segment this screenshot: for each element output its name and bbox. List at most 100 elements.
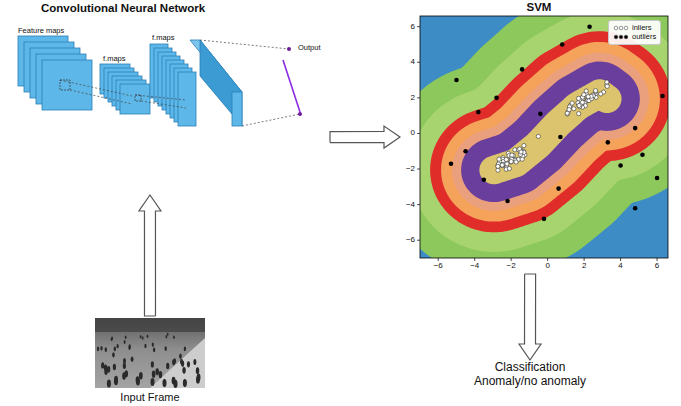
pedestrian — [111, 336, 113, 340]
deep-map-stack — [150, 44, 196, 126]
pedestrian — [187, 361, 190, 367]
pedestrian — [166, 335, 168, 338]
axis-ticks — [417, 27, 657, 261]
decision-contours — [420, 16, 668, 258]
frame-people — [97, 333, 201, 388]
pedestrian — [196, 376, 200, 384]
pedestrian — [162, 379, 166, 387]
receptive-field-line — [242, 114, 300, 126]
x-tick — [584, 258, 585, 261]
pedestrian — [147, 335, 149, 338]
pedestrian — [139, 372, 143, 379]
x-tick — [511, 258, 512, 261]
layer-label: f.maps — [103, 55, 126, 63]
sample-points — [449, 24, 665, 221]
legend-entry: outliers — [613, 32, 656, 41]
legend-marker-dot — [624, 26, 628, 30]
inlier-point — [514, 160, 518, 164]
contour-band — [461, 61, 640, 202]
outlier-point — [587, 24, 592, 29]
outlier-point — [606, 140, 611, 145]
x-tick-label: 4 — [618, 262, 622, 270]
receptive-field-line — [70, 90, 132, 104]
contour-band — [479, 79, 621, 184]
inlier-point — [565, 112, 569, 116]
frame-walkway — [150, 338, 205, 388]
pedestrian — [124, 340, 126, 344]
contour-band — [430, 31, 668, 232]
cnn-illustration — [18, 36, 302, 126]
pedestrian — [107, 379, 111, 387]
pedestrian — [184, 347, 186, 352]
pedestrian — [181, 361, 184, 367]
receptive-field-line — [141, 101, 186, 108]
outlier-point — [520, 67, 525, 72]
y-tick — [417, 26, 420, 27]
pedestrian — [152, 371, 156, 378]
inlier-point — [509, 159, 513, 163]
receptive-field-line — [135, 95, 186, 100]
dense-layer — [190, 40, 242, 126]
pedestrian — [173, 380, 177, 388]
pedestrian — [183, 379, 187, 387]
pedestrian — [128, 345, 130, 350]
inlier-point — [567, 108, 571, 112]
inlier-point — [599, 92, 603, 96]
output-unit — [298, 112, 302, 116]
layer-label: Feature maps — [18, 27, 64, 35]
pedestrian — [153, 347, 155, 352]
pedestrian — [136, 376, 140, 384]
outlier-point — [556, 186, 561, 191]
inlier-point — [572, 107, 576, 111]
dense-layer-side — [200, 40, 242, 126]
outlier-point — [558, 135, 563, 140]
inlier-point — [576, 96, 580, 100]
block-arrow — [330, 126, 400, 148]
pedestrian — [100, 346, 102, 351]
legend-marker — [613, 34, 629, 40]
x-tick — [547, 258, 548, 261]
inlier-point — [582, 93, 586, 97]
pedestrian — [105, 347, 107, 352]
pedestrian — [144, 344, 146, 348]
outlier-point — [494, 96, 499, 101]
inlier-point — [522, 143, 526, 147]
legend-marker-dot — [619, 26, 623, 30]
pooled-map-stack-sheet — [120, 84, 150, 114]
pedestrian — [155, 368, 158, 375]
y-tick — [417, 62, 420, 63]
inlier-point — [500, 164, 504, 168]
outlier-point — [454, 78, 459, 83]
pedestrian — [152, 343, 154, 347]
outlier-point — [655, 176, 660, 181]
x-tick-label: −4 — [470, 262, 479, 270]
y-tick — [417, 240, 420, 241]
y-tick-label: −4 — [406, 201, 415, 209]
legend-text: outliers — [632, 32, 656, 41]
outlier-point — [505, 199, 510, 204]
pedestrian — [182, 367, 185, 374]
pedestrian — [113, 364, 116, 370]
receptive-field-line — [200, 40, 289, 49]
output-label: Output — [298, 44, 321, 52]
pedestrian — [117, 344, 119, 348]
contour-band — [441, 42, 660, 222]
outlier-point — [633, 206, 638, 211]
outlier-point — [640, 152, 645, 157]
inlier-point — [510, 153, 514, 157]
contour-band — [452, 53, 649, 211]
x-tick-label: 2 — [582, 262, 586, 270]
legend-marker — [613, 25, 629, 31]
outlier-point — [538, 112, 543, 117]
inlier-point — [605, 80, 609, 84]
pedestrian — [173, 336, 175, 340]
pedestrian — [151, 361, 154, 367]
legend-marker-dot — [614, 35, 618, 39]
pedestrian — [104, 368, 107, 375]
x-tick — [657, 258, 658, 261]
y-tick-label: 4 — [411, 58, 415, 66]
outlier-point — [542, 217, 547, 222]
inlier-point — [505, 162, 509, 166]
x-tick — [438, 258, 439, 261]
x-tick-label: −2 — [507, 262, 516, 270]
